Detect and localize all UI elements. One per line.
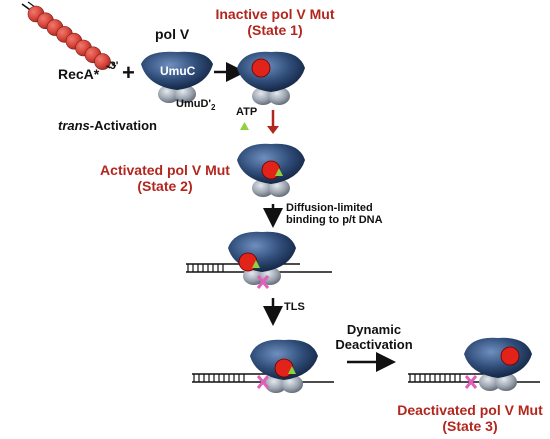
pol-v-complex <box>141 51 213 103</box>
atp-label: ATP <box>236 106 258 118</box>
umuc-label: UmuC <box>160 64 196 78</box>
lesion-x-icon <box>256 375 270 389</box>
dynamic-line2: Deactivation <box>335 337 413 352</box>
umuc-body <box>237 51 305 92</box>
umuc-body <box>228 231 296 272</box>
base-pairs <box>187 264 224 272</box>
deactivated-line2: (State 3) <box>442 418 498 434</box>
deactivated-title: Deactivated pol V Mut (State 3) <box>390 402 550 434</box>
three-prime-label: -3' <box>106 60 119 72</box>
pol-v-label: pol V <box>155 26 190 42</box>
umuc-body <box>464 337 532 378</box>
reca-protomer <box>274 358 294 378</box>
pol-v-mut-tls <box>250 339 318 393</box>
red-arrow-head <box>267 126 279 134</box>
pol-v-mut-state2 <box>237 143 305 197</box>
reca-filament <box>21 1 117 70</box>
reca-protomer <box>261 160 281 180</box>
dynamic-line1: Dynamic <box>346 322 402 337</box>
trans-activation-label: trans-Activation <box>58 118 157 133</box>
diffusion-line2: binding to p/t DNA <box>286 214 383 226</box>
pol-v-mut-state3 <box>464 337 532 391</box>
atp-bound-icon <box>275 168 283 176</box>
pol-v-mut-bound <box>228 231 296 285</box>
lesion-x-icon <box>256 275 270 289</box>
activated-line2: (State 2) <box>137 178 193 194</box>
activated-line1: Activated pol V Mut <box>100 162 230 178</box>
umuc-body <box>141 51 213 90</box>
atp-bound-icon <box>252 260 260 268</box>
umud-label-main: UmuD' <box>176 98 212 110</box>
plus-sign: + <box>122 60 135 85</box>
umud-label: UmuD'2 <box>176 98 215 112</box>
activated-title: Activated pol V Mut (State 2) <box>90 162 240 194</box>
trans-italic: trans <box>58 118 90 133</box>
reca-protomer <box>238 252 258 272</box>
trans-rest: -Activation <box>89 118 157 133</box>
inactive-line1: Inactive pol V Mut <box>215 6 335 22</box>
reca-protomer <box>500 346 520 366</box>
inactive-line2: (State 1) <box>247 22 303 38</box>
umud-label-sub: 2 <box>211 103 216 113</box>
dynamic-deactivation-label: Dynamic Deactivation <box>334 322 414 352</box>
base-pairs <box>193 374 245 382</box>
reca-beads <box>27 5 111 70</box>
lesion-x-icon <box>464 375 478 389</box>
reca-bead <box>94 53 111 70</box>
base-pairs <box>409 374 461 382</box>
diffusion-line1: Diffusion-limited <box>286 202 373 214</box>
deactivated-line1: Deactivated pol V Mut <box>397 402 543 418</box>
inactive-title: Inactive pol V Mut (State 1) <box>205 6 345 38</box>
tls-label: TLS <box>284 301 305 313</box>
pol-v-mut-state1 <box>237 51 305 105</box>
reca-label: RecA* <box>58 66 100 82</box>
atp-bound-icon <box>288 366 296 374</box>
atp-triangle-icon <box>240 122 249 130</box>
reca-protomer <box>251 58 271 78</box>
diffusion-label: Diffusion-limited binding to p/t DNA <box>286 202 383 226</box>
